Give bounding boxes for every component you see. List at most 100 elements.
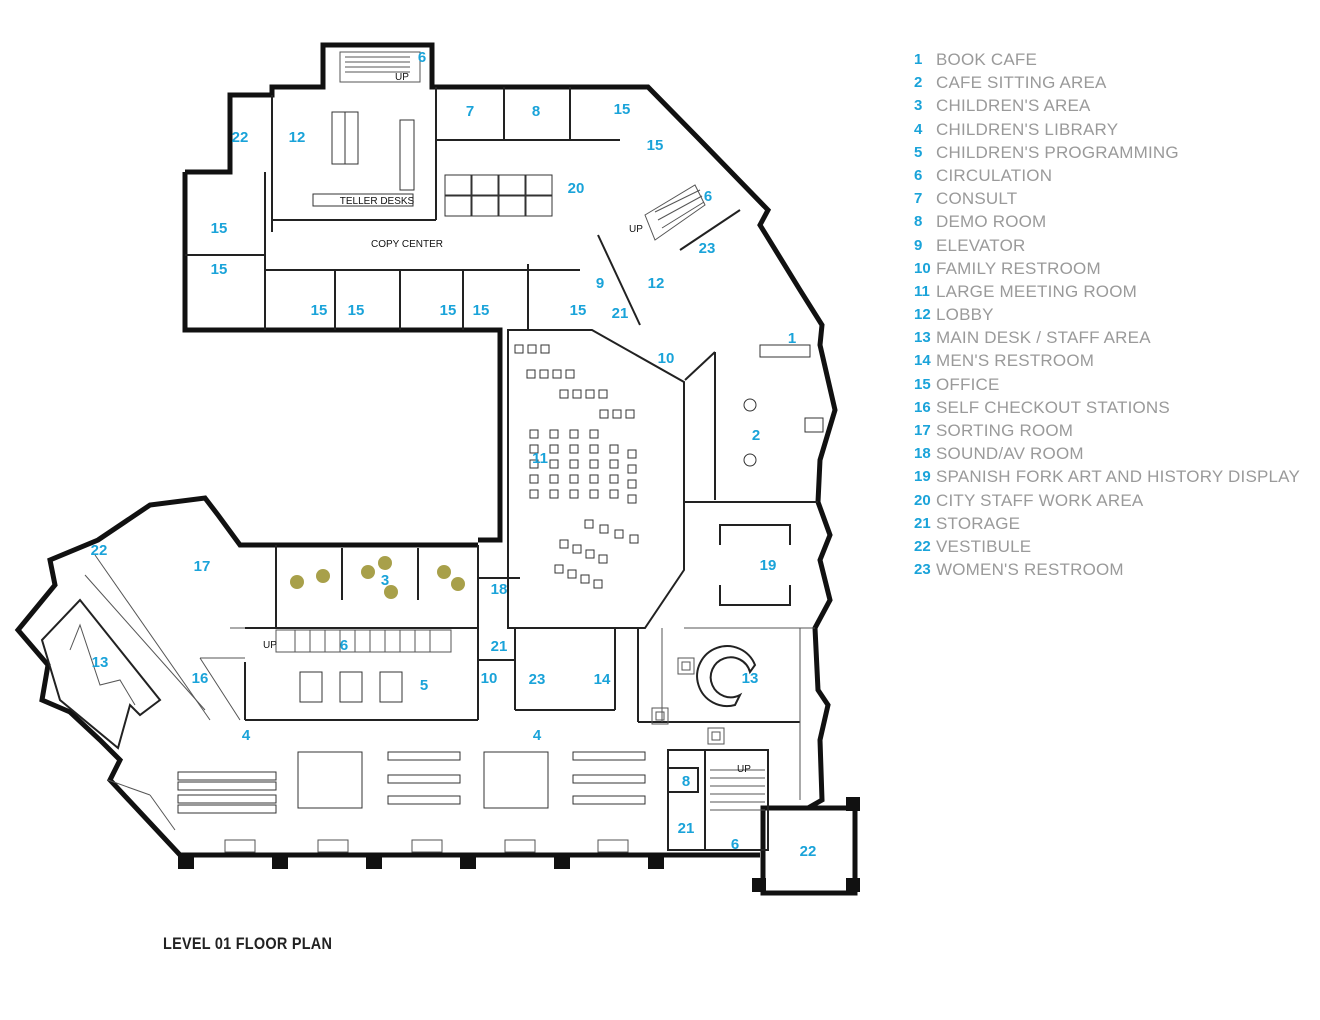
stair-childrens [275, 629, 452, 653]
room-tag: 11 [532, 450, 548, 467]
plan-title: LEVEL 01 FLOOR PLAN [163, 934, 333, 953]
tower-pier [846, 878, 860, 892]
room-tag: 9 [596, 275, 604, 292]
room-tags: 6 12 22 7 8 15 15 20 15 15 6 23 12 9 15 … [91, 49, 817, 860]
art-display [719, 524, 791, 606]
room-tag: 6 [704, 188, 712, 205]
legend-label: STORAGE [936, 513, 1021, 533]
main-desk-curve [696, 645, 757, 708]
legend-label: CHILDREN'S PROGRAMMING [936, 142, 1179, 162]
room-tag: 8 [682, 773, 690, 790]
room-tag: 4 [533, 727, 542, 744]
legend-item: 23 WOMEN'S RESTROOM [914, 558, 1300, 581]
room-tag: 17 [194, 558, 211, 575]
legend-label: CIRCULATION [936, 165, 1053, 185]
teller-desks-label: TELLER DESKS [340, 196, 415, 207]
staff-workstations [444, 174, 553, 217]
legend-number: 5 [914, 143, 923, 161]
north-wing-walls [185, 42, 838, 503]
room-tag: 18 [491, 581, 508, 598]
room-tag: 6 [340, 637, 348, 654]
room-tag: 15 [647, 137, 664, 154]
main-desk-sw [40, 598, 162, 750]
legend-number: 6 [914, 166, 923, 184]
room-tag: 10 [481, 670, 498, 687]
stair-lobby [644, 184, 706, 241]
legend-label: VESTIBULE [936, 536, 1032, 556]
interior-partitions [185, 87, 818, 851]
legend-label: WOMEN'S RESTROOM [936, 560, 1124, 580]
room-tag: 10 [658, 350, 675, 367]
room-tag: 22 [800, 843, 817, 860]
copy-center-label: COPY CENTER [371, 239, 443, 250]
legend-number: 3 [914, 97, 923, 115]
room-tag: 15 [311, 302, 328, 319]
stair-north [339, 51, 421, 83]
legend-label: MEN'S RESTROOM [936, 351, 1095, 371]
room-tag: 14 [594, 671, 611, 688]
room-tag: 21 [491, 638, 508, 655]
room-tag: 15 [348, 302, 365, 319]
legend-item: 18 SOUND/AV ROOM [914, 442, 1300, 465]
south-windows [224, 839, 629, 853]
legend-label: DEMO ROOM [936, 212, 1047, 232]
up-label: UP [263, 640, 277, 651]
legend-number: 4 [914, 120, 923, 138]
legend-label: CONSULT [936, 189, 1018, 209]
room-tag: 20 [568, 180, 585, 197]
legend-item: 6 CIRCULATION [914, 164, 1300, 187]
legend-number: 10 [914, 259, 931, 277]
childrens-area-seats [290, 556, 465, 599]
legend-label: CHILDREN'S AREA [936, 96, 1091, 116]
legend-number: 2 [914, 74, 923, 92]
legend-label: SELF CHECKOUT STATIONS [936, 397, 1170, 417]
shelving [177, 751, 646, 814]
legend-label: CITY STAFF WORK AREA [936, 490, 1144, 510]
room-tag: 2 [752, 427, 760, 444]
legend-number: 23 [914, 561, 931, 579]
legend-label: CAFE SITTING AREA [936, 73, 1107, 93]
conference-table [312, 111, 415, 207]
south-hall-walls [806, 501, 833, 811]
room-tag: 4 [242, 727, 251, 744]
room-tag: 22 [232, 129, 249, 146]
room-tag: 21 [612, 305, 629, 322]
stair-south [710, 769, 765, 811]
room-tag: 3 [381, 572, 389, 589]
room-tag: 22 [91, 542, 108, 559]
room-tag: 15 [211, 261, 228, 278]
room-tag: 5 [420, 677, 428, 694]
legend-label: LARGE MEETING ROOM [936, 281, 1138, 301]
legend-number: 9 [914, 236, 923, 254]
legend-number: 15 [914, 375, 931, 393]
room-tag: 19 [760, 557, 777, 574]
legend-number: 19 [914, 468, 931, 486]
legend-item: 2 CAFE SITTING AREA [914, 71, 1300, 94]
legend-number: 20 [914, 491, 931, 509]
north-wing-west [182, 172, 503, 543]
room-tag: 13 [92, 654, 109, 671]
room-tag: 12 [289, 129, 306, 146]
room-tag: 23 [529, 671, 546, 688]
entry-tower [760, 805, 858, 896]
legend-number: 12 [914, 306, 931, 324]
legend-number: 7 [914, 190, 923, 208]
room-tag: 23 [699, 240, 716, 257]
legend-number: 1 [914, 51, 923, 68]
room-tag: 16 [192, 670, 209, 687]
legend-number: 18 [914, 445, 931, 463]
legend-number: 13 [914, 329, 931, 347]
room-tag: 1 [788, 330, 796, 347]
legend-label: BOOK CAFE [936, 50, 1037, 69]
room-tag: 13 [742, 670, 759, 687]
legend-item: 3 CHILDREN'S AREA [914, 94, 1300, 117]
legend-label: SOUND/AV ROOM [936, 444, 1084, 464]
